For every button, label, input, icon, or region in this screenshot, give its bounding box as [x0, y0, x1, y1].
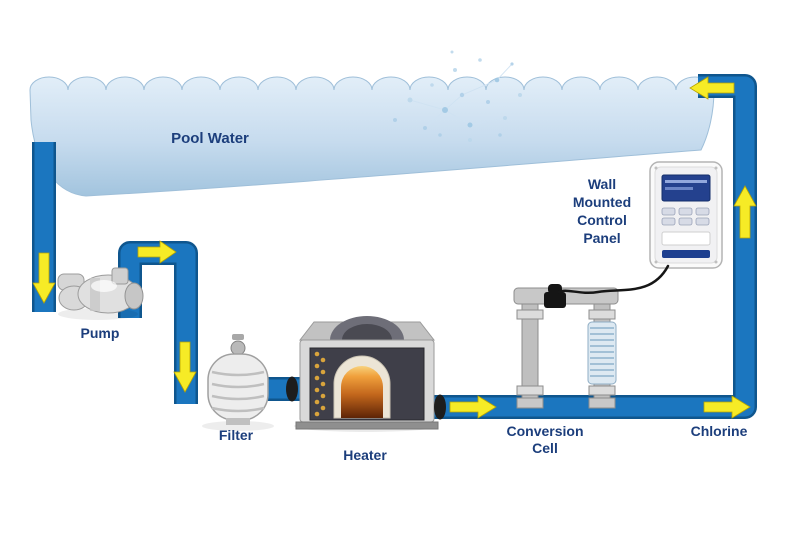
conversion-cell-label-line2: Cell: [532, 440, 558, 456]
conversion-cell-label-line1: Conversion: [506, 423, 584, 439]
pool-water-shape: [29, 76, 715, 197]
flow-arrow-up-riser: [733, 185, 757, 239]
control-panel-label-line1: Wall: [587, 176, 617, 192]
control-cable: [557, 264, 670, 294]
control-panel-label: Wall Mounted Control Panel: [550, 175, 654, 247]
flow-arrow-left-into-pool: [689, 76, 735, 100]
pump-label: Pump: [80, 325, 120, 341]
conversion-cell-illustration: [513, 284, 619, 409]
conversion-cell-label: Conversion Cell: [483, 423, 607, 457]
control-panel-illustration: [649, 161, 723, 269]
control-panel-logo-bar: [662, 250, 710, 258]
filter-label: Filter: [218, 427, 254, 443]
flow-arrow-right-after-heater: [449, 395, 497, 419]
flow-arrow-down-to-pump: [32, 252, 56, 304]
control-panel-buttons: [661, 207, 710, 226]
pool-water-label: Pool Water: [171, 130, 249, 147]
filter-illustration: [202, 334, 274, 431]
pipe-coupling-filter-heater: [286, 376, 298, 402]
pump-illustration: [57, 267, 144, 320]
flow-arrow-down-to-filter: [173, 341, 197, 393]
heater-label: Heater: [343, 447, 387, 463]
control-panel-label-line4: Panel: [583, 230, 621, 246]
chlorine-label: Chlorine: [690, 423, 748, 439]
heater-illustration: [294, 316, 439, 432]
control-panel-label-line2: Mounted: [572, 194, 632, 210]
flow-arrow-right-to-riser: [703, 395, 751, 419]
flow-arrows: [32, 76, 757, 419]
pipe-coupling-heater-outlet: [434, 394, 446, 420]
water-sparkles: [393, 50, 522, 142]
control-panel-label-line3: Control: [577, 212, 627, 228]
flow-arrow-right-after-pump: [137, 240, 177, 264]
